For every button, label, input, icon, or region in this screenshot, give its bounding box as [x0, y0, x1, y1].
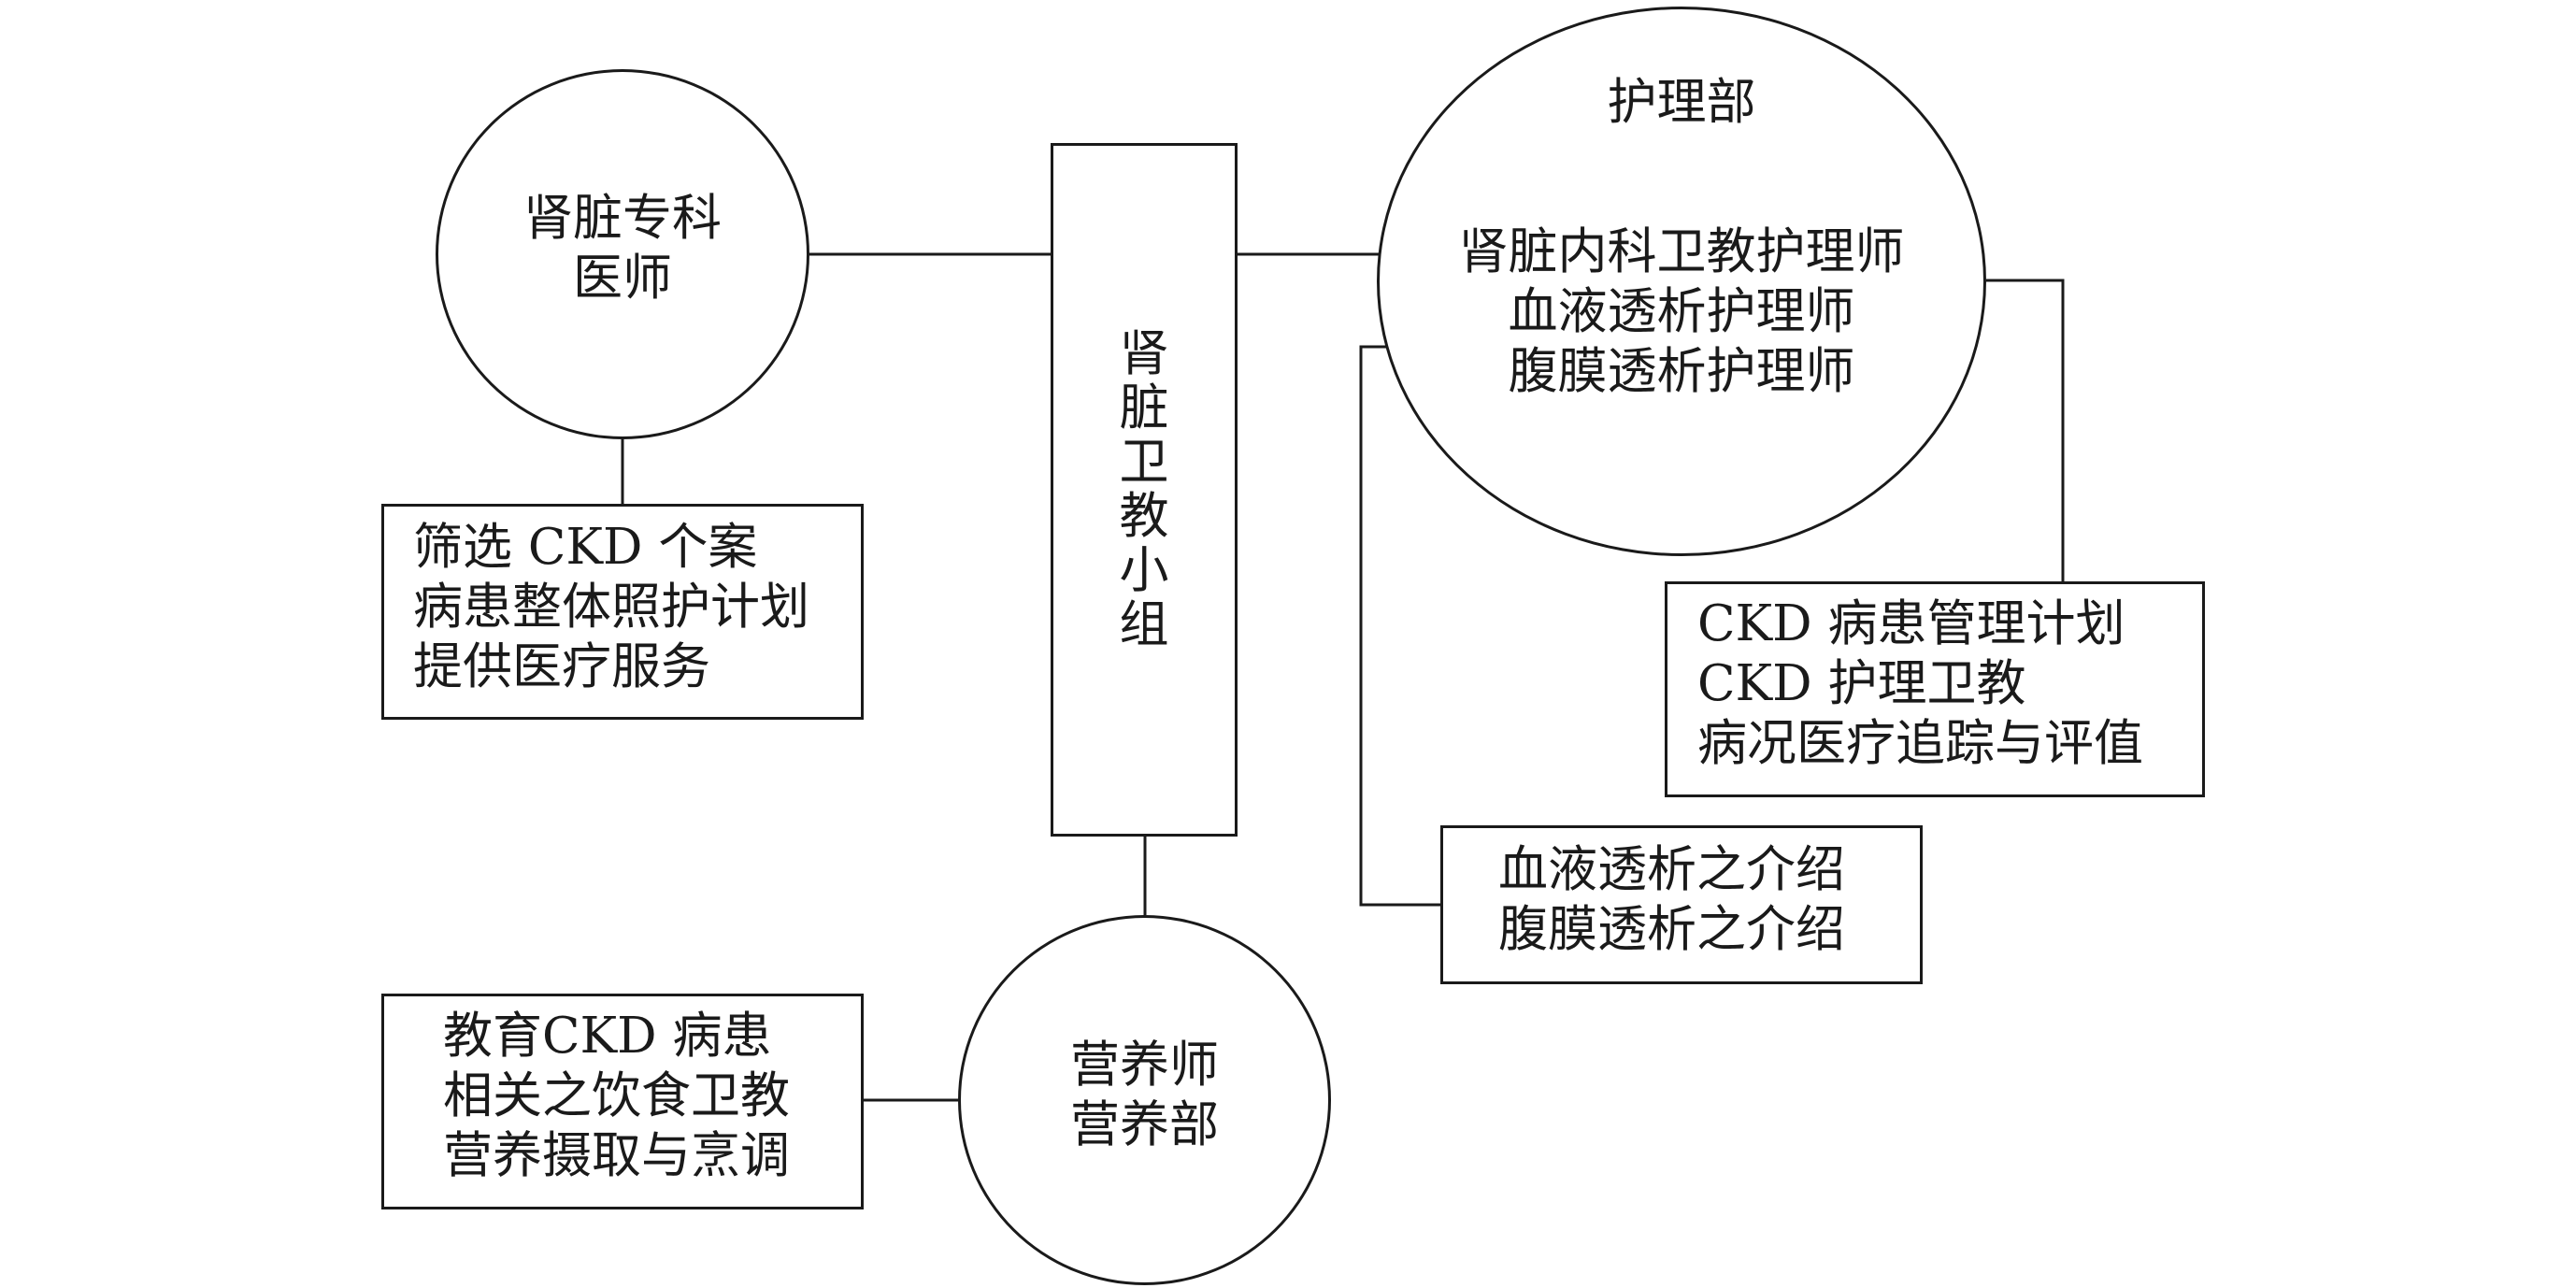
team-label: 肾脏卫教小组	[1119, 325, 1169, 653]
nephrologist-tasks-box	[381, 504, 864, 720]
nutrition-circle	[958, 915, 1331, 1285]
dialysis-intro-box	[1440, 825, 1923, 984]
nephrologist-task-item: 筛选 CKD 个案	[413, 519, 758, 576]
nephrologist-task-item: 病患整体照护计划	[413, 579, 809, 636]
nursing-member: 腹膜透析护理师	[1508, 343, 1855, 400]
nursing-task-item: 病况医疗追踪与评值	[1697, 715, 2143, 772]
nephrologist-label-line: 医师	[573, 250, 672, 307]
dialysis-intro-item: 血液透析之介绍	[1498, 841, 1845, 898]
dialysis-intro-text: 血液透析之介绍 腹膜透析之介绍	[1498, 840, 1845, 960]
nephrologist-label: 肾脏专科 医师	[436, 189, 809, 308]
nutrition-task-item: 相关之饮食卫教	[443, 1067, 790, 1124]
nursing-tasks-box	[1665, 581, 2205, 797]
nephrologist-label-line: 肾脏专科	[523, 190, 722, 247]
nutrition-tasks-box	[381, 994, 864, 1209]
nursing-task-item: CKD 病患管理计划	[1697, 595, 2125, 652]
nephrologist-circle	[436, 69, 809, 439]
nursing-members: 肾脏内科卫教护理师 血液透析护理师 腹膜透析护理师	[1377, 222, 1986, 402]
nursing-member: 肾脏内科卫教护理师	[1458, 223, 1905, 280]
nephrologist-task-item: 提供医疗服务	[413, 638, 710, 695]
nutrition-label-line: 营养部	[1070, 1096, 1219, 1153]
nursing-task-item: CKD 护理卫教	[1697, 655, 2026, 712]
nursing-dept-ellipse	[1377, 7, 1986, 556]
dialysis-intro-item: 腹膜透析之介绍	[1498, 901, 1845, 958]
nursing-dept-title: 护理部	[1607, 74, 1756, 131]
nursing-tasks-text: CKD 病患管理计划 CKD 护理卫教 病况医疗追踪与评值	[1697, 594, 2143, 774]
nutrition-tasks-text: 教育CKD 病患 相关之饮食卫教 营养摄取与烹调	[443, 1007, 790, 1186]
nephrologist-tasks-text: 筛选 CKD 个案 病患整体照护计划 提供医疗服务	[413, 518, 809, 697]
nursing-member: 血液透析护理师	[1508, 283, 1855, 340]
team-box	[1051, 143, 1238, 837]
connector-nursing-tasks	[1986, 279, 2065, 581]
nutrition-task-item: 教育CKD 病患	[443, 1008, 772, 1065]
nutrition-task-item: 营养摄取与烹调	[443, 1127, 790, 1184]
nutrition-label-line: 营养师	[1070, 1037, 1219, 1094]
nutrition-label: 营养师 营养部	[958, 1036, 1331, 1155]
